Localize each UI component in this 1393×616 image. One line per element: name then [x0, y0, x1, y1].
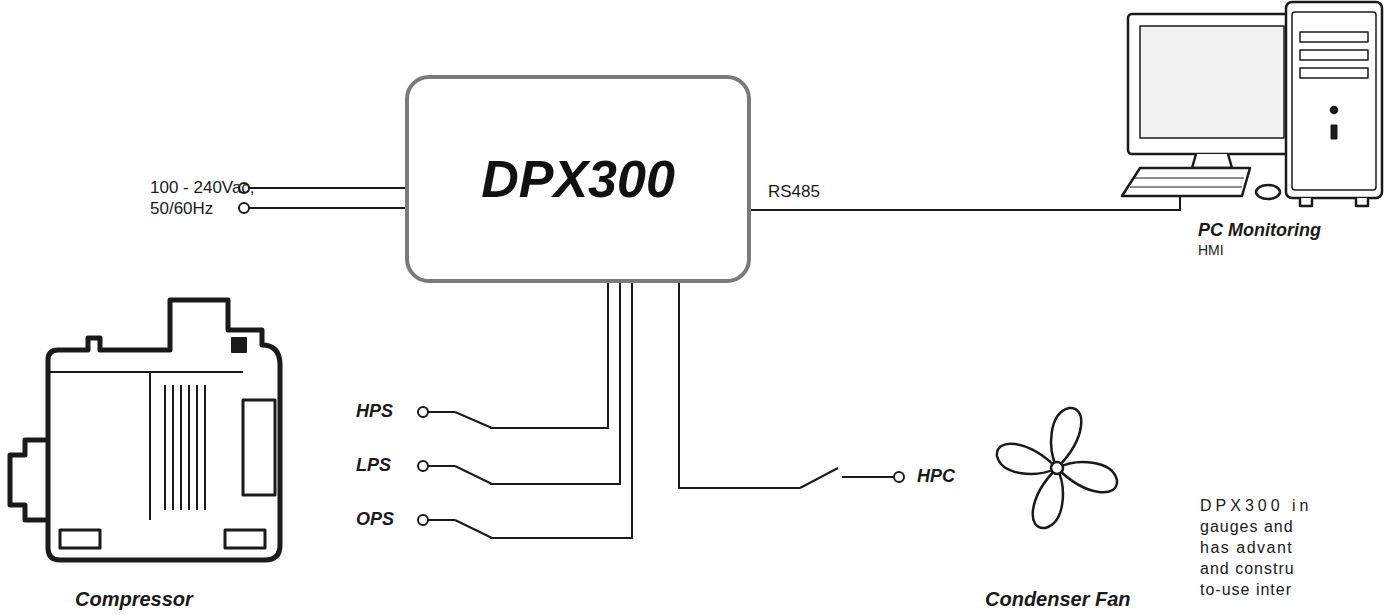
device-note: HMI: [1198, 242, 1224, 258]
body-text: has advant: [1200, 539, 1293, 557]
power-spec: 100 - 240Vac,: [150, 178, 255, 198]
device-name: PC Monitoring: [1198, 220, 1321, 241]
signal-name: HPS: [356, 401, 393, 422]
compressor-illustration: [10, 300, 280, 560]
body-text: and constru: [1200, 560, 1295, 578]
signal-name: HPC: [917, 466, 955, 487]
compressor-fins: [165, 385, 205, 510]
pc-illustration: [1122, 2, 1382, 206]
part-name: Condenser Fan: [985, 588, 1131, 611]
signal-name: LPS: [356, 455, 391, 476]
body-text: DPX300 in: [1200, 497, 1313, 515]
body-text: gauges and: [1200, 518, 1294, 536]
part-name: Compressor: [75, 588, 193, 611]
body-text: to-use inter: [1200, 581, 1292, 599]
power-spec: 50/60Hz: [150, 199, 213, 219]
signal-name: OPS: [356, 509, 394, 530]
fan-illustration: [997, 408, 1117, 528]
controller-name: DPX300: [481, 149, 675, 209]
bus-name: RS485: [768, 182, 820, 202]
controller-box: DPX300: [405, 75, 751, 283]
